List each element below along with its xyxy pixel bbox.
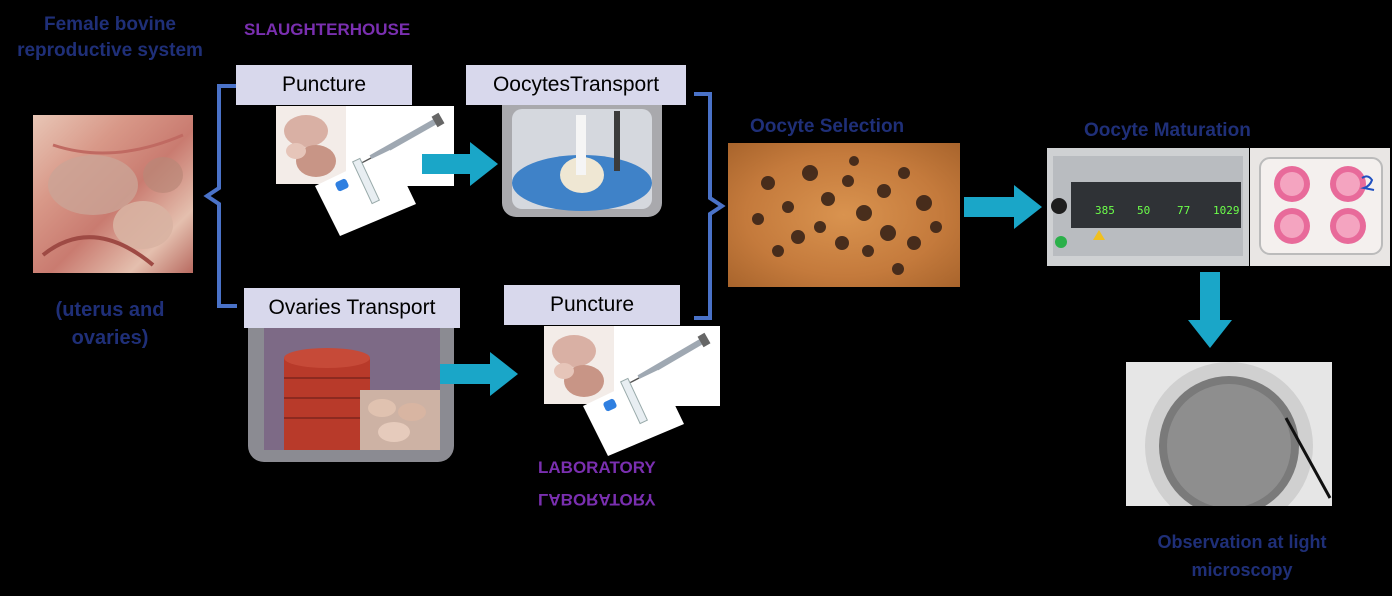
site-slaughterhouse: SLAUGHTERHOUSE <box>244 20 411 39</box>
source-title: Female bovine reproductive system <box>17 14 203 61</box>
step-puncture-bottom: Puncture <box>504 285 680 325</box>
microscopy-photo <box>1126 362 1332 506</box>
arrow-down <box>1188 272 1232 348</box>
source-subtitle: (uterus and ovaries) <box>55 299 165 349</box>
step-oocyte-selection: Oocyte Selection <box>750 116 905 137</box>
incubator-display-2: 50 <box>1137 204 1151 217</box>
ovaries-transport-photo <box>248 328 454 462</box>
right-bracket <box>694 92 726 320</box>
ovaries-photo-top <box>276 106 346 184</box>
step-observation: Observation at light microscopy <box>1157 532 1327 580</box>
incubator-photo: 385 50 77 1029 <box>1047 148 1249 266</box>
ovaries-photo-bottom <box>544 326 614 404</box>
incubator-display-4: 1029 <box>1213 204 1240 217</box>
step-puncture-top: Puncture <box>236 65 412 105</box>
step-oocytes-transport: OocytesTransport <box>466 65 686 105</box>
arrow-middle <box>964 185 1042 229</box>
incubator-display-1: 385 <box>1095 204 1115 217</box>
culture-plate-photo <box>1250 148 1390 266</box>
step-ovaries-transport: Ovaries Transport <box>244 288 460 328</box>
step-oocyte-maturation: Oocyte Maturation <box>1084 120 1251 141</box>
oocytes-transport-photo <box>502 105 662 217</box>
tube-card-bottom <box>583 370 684 456</box>
oocyte-selection-photo <box>728 143 960 287</box>
tube-card-top <box>315 150 416 236</box>
uterus-ovaries-photo <box>33 115 193 273</box>
arrow-top <box>422 142 498 186</box>
arrow-bottom <box>440 352 518 396</box>
incubator-display-3: 77 <box>1177 204 1191 217</box>
site-laboratory-mirrored: LABORATORY <box>538 492 656 506</box>
left-bracket <box>203 84 237 308</box>
site-laboratory: LABORATORY <box>538 458 656 477</box>
